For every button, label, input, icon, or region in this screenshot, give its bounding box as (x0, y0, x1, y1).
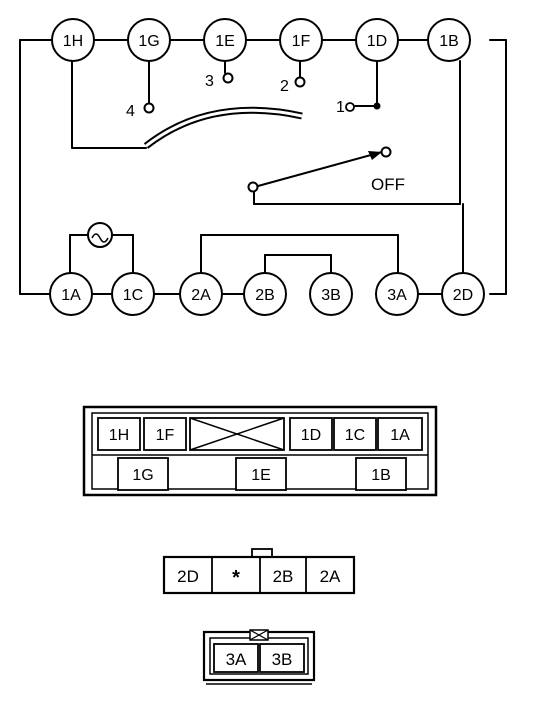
label-off: OFF (371, 175, 405, 194)
contact-pos-2 (294, 76, 306, 88)
conn-main-cell-1g: 1G (132, 467, 153, 484)
terminal-3b: 3B (321, 287, 341, 304)
conn-main-cell-1a: 1A (390, 427, 410, 444)
pilot-lamp-icon (87, 222, 113, 248)
terminal-1f: 1F (292, 33, 311, 50)
conn-main-cell-1f: 1F (156, 427, 175, 444)
contact-off-right (380, 146, 392, 158)
terminal-2a: 2A (191, 287, 211, 304)
terminal-2b: 2B (255, 287, 275, 304)
terminal-1h: 1H (63, 33, 83, 50)
conn2-cell-2b: 2B (273, 567, 294, 586)
conn3-cell-3b: 3B (272, 650, 293, 669)
conn2-cell-blank: * (232, 567, 240, 589)
off-switch-arrow (368, 151, 382, 160)
conn-main-cell-1h: 1H (109, 427, 129, 444)
conn-main-cell-1e: 1E (251, 467, 271, 484)
label-pos-3: 3 (205, 73, 214, 90)
terminal-1e: 1E (215, 33, 235, 50)
contact-off-left (247, 181, 259, 193)
label-pos-2: 2 (280, 78, 289, 95)
terminal-1a: 1A (61, 287, 81, 304)
terminal-1b: 1B (439, 33, 459, 50)
schematic-wires (19, 39, 507, 295)
label-pos-1: 1 (336, 99, 345, 116)
terminal-1g: 1G (138, 33, 159, 50)
terminal-1c: 1C (123, 287, 143, 304)
conn3-cell-3a: 3A (226, 650, 247, 669)
label-pos-4: 4 (126, 103, 135, 120)
terminal-3a: 3A (387, 287, 407, 304)
terminal-2d: 2D (453, 287, 473, 304)
junction-dot (373, 102, 381, 110)
conn-main-cell-1d: 1D (301, 427, 321, 444)
conn2-cell-2a: 2A (320, 567, 341, 586)
connector-3 (202, 629, 316, 685)
rotary-wiper-arc (143, 106, 303, 149)
conn-main-cell-1c: 1C (345, 427, 365, 444)
conn-main-cell-1b: 1B (371, 467, 391, 484)
connector-2 (162, 548, 356, 595)
terminal-1d: 1D (367, 33, 387, 50)
contact-pos-4 (143, 102, 155, 114)
contact-pos-3 (222, 72, 234, 84)
conn2-cell-2d: 2D (177, 567, 199, 586)
connector-main (82, 405, 438, 497)
